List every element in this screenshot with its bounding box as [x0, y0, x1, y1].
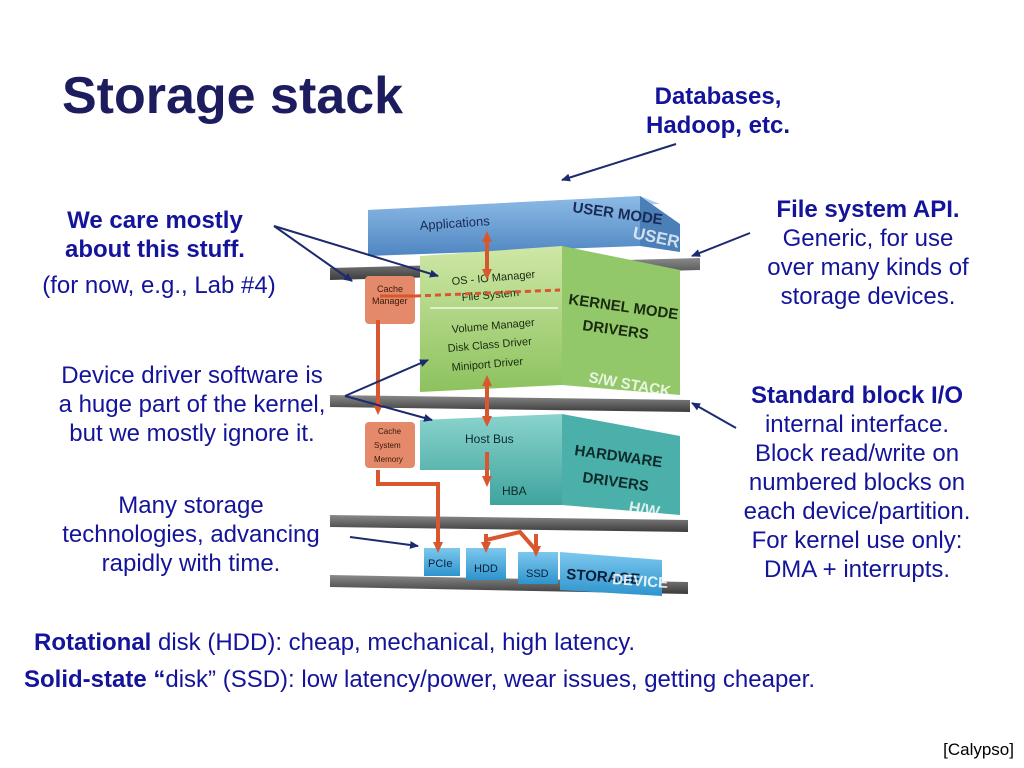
pcie-label: PCIe	[428, 558, 452, 570]
databases-note: Databases, Hadoop, etc.	[600, 82, 836, 140]
block-io-line-1: internal interface.	[764, 411, 950, 438]
care-note: We care mostly about this stuff.	[30, 206, 280, 264]
care-plain: (for now, e.g., Lab #4)	[42, 272, 276, 299]
driver-pointer-1	[344, 359, 429, 397]
many-storage-line-3: rapidly with time.	[101, 550, 281, 577]
rotational-rest: disk (HDD): cheap, mechanical, high late…	[151, 629, 636, 656]
credit: [Calypso]	[943, 740, 1014, 759]
device-driver-line-2: a huge part of the kernel,	[58, 391, 326, 418]
care-bold-1: We care mostly	[67, 207, 243, 234]
hba-device-arrow	[485, 529, 536, 550]
block-io-bold: Standard block I/O	[750, 382, 964, 409]
block-io-note: Standard block I/O internal interface. B…	[712, 381, 1002, 584]
kernel-slab	[330, 395, 690, 412]
hba-label: HBA	[502, 484, 527, 498]
cache-memory-line-2: System	[374, 441, 401, 450]
hdd-label: HDD	[474, 563, 498, 575]
cache-to-pcie-arrow	[376, 470, 443, 553]
solid-state-rest: disk” (SSD): low latency/power, wear iss…	[165, 666, 815, 693]
ssd-box	[518, 552, 558, 584]
page-title: Storage stack	[62, 67, 404, 125]
rotational-bold: Rotational	[34, 629, 152, 656]
care-bold-2: about this stuff.	[65, 236, 245, 263]
many-storage-line-2: technologies, advancing	[62, 521, 320, 548]
user-layer-front	[368, 196, 640, 256]
care-pointer-2	[273, 225, 439, 278]
many-storage-line-1: Many storage	[118, 492, 264, 519]
block-io-line-3: numbered blocks on	[748, 469, 966, 496]
cache-memory-line-3: Memory	[374, 455, 403, 464]
block-io-line-6: DMA + interrupts.	[763, 556, 951, 583]
storage-pointer	[349, 536, 419, 549]
device-driver-line-1: Device driver software is	[61, 362, 323, 389]
kernel-layer-side	[562, 246, 680, 395]
device-driver-note: Device driver software is a huge part of…	[22, 361, 362, 448]
fs-api-line-3: storage devices.	[780, 283, 956, 310]
cache-memory-line-1: Cache	[378, 427, 402, 436]
block-io-line-5: For kernel use only:	[751, 527, 963, 554]
storage-box	[560, 552, 662, 596]
cache-manager-box	[365, 276, 415, 324]
applications-label: Applications	[419, 213, 490, 233]
hardware-layer-side	[562, 414, 680, 515]
care-pointer-1	[273, 225, 353, 282]
fs-api-bold: File system API.	[776, 196, 960, 223]
block-io-line-2: Block read/write on	[754, 440, 960, 467]
user-layer-side	[640, 196, 680, 252]
device-tag: DEVICE	[612, 571, 669, 592]
hardware-slab	[330, 515, 688, 532]
cache-memory-box	[365, 422, 415, 468]
hardware-layer-front	[420, 414, 562, 505]
hw-tag: H/W	[627, 499, 661, 521]
fs-api-line-2: over many kinds of	[767, 254, 969, 281]
cache-manager-line-1: Cache	[377, 284, 403, 294]
host-bus-label: Host Bus	[465, 432, 514, 446]
solid-state-bold: Solid-state “	[24, 666, 166, 693]
cache-manager-line-2: Manager	[372, 296, 408, 306]
block-io-pointer	[691, 402, 737, 429]
kernel-layer-front	[420, 246, 562, 392]
storage-label: STORAGE	[566, 566, 641, 588]
device-driver-line-3: but we mostly ignore it.	[69, 420, 315, 447]
databases-pointer	[561, 143, 677, 182]
many-storage-note: Many storage technologies, advancing rap…	[30, 491, 352, 578]
databases-line-2: Hadoop, etc.	[645, 112, 790, 139]
fs-api-line-1: Generic, for use	[782, 225, 954, 252]
block-io-line-4: each device/partition.	[743, 498, 971, 525]
fs-api-pointer	[691, 232, 751, 257]
hdd-box	[466, 548, 506, 580]
databases-line-1: Databases,	[654, 83, 782, 110]
driver-pointer-2	[344, 395, 433, 422]
ssd-label: SSD	[526, 568, 549, 580]
fs-api-note: File system API. Generic, for use over m…	[738, 195, 998, 311]
rotational-line: Rotational disk (HDD): cheap, mechanical…	[34, 629, 635, 657]
solid-state-line: Solid-state “disk” (SSD): low latency/po…	[24, 666, 815, 694]
